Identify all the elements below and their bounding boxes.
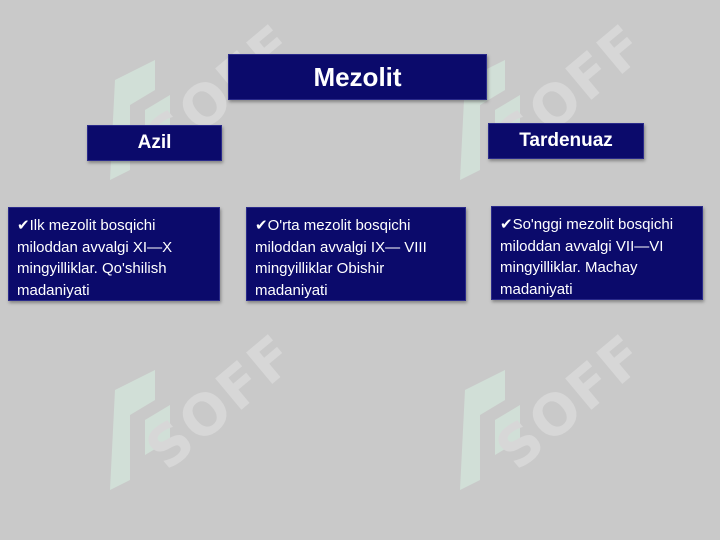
watermark-logo: SOFF xyxy=(95,300,315,520)
watermark-logo: SOFF xyxy=(445,0,665,210)
watermark-mark-icon xyxy=(110,60,170,180)
branch-azil: Azil xyxy=(87,125,222,161)
watermark-logo: SOFF xyxy=(95,0,315,210)
stage-early-box: ✔Ilk mezolit bosqichi miloddan avvalgi X… xyxy=(8,207,220,301)
watermark-text: SOFF xyxy=(134,322,309,483)
watermark-logo: SOFF xyxy=(445,300,665,520)
watermark-mark-icon xyxy=(110,370,170,490)
watermark-mark-icon xyxy=(460,370,520,490)
stage-middle-box: ✔O'rta mezolit bosqichi miloddan avvalgi… xyxy=(246,207,466,301)
stage-late-box: ✔So'nggi mezolit bosqichi miloddan avval… xyxy=(491,206,703,300)
watermark-text: SOFF xyxy=(484,322,659,483)
diagram-title: Mezolit xyxy=(228,54,487,100)
branch-tardenuaz: Tardenuaz xyxy=(488,123,644,159)
